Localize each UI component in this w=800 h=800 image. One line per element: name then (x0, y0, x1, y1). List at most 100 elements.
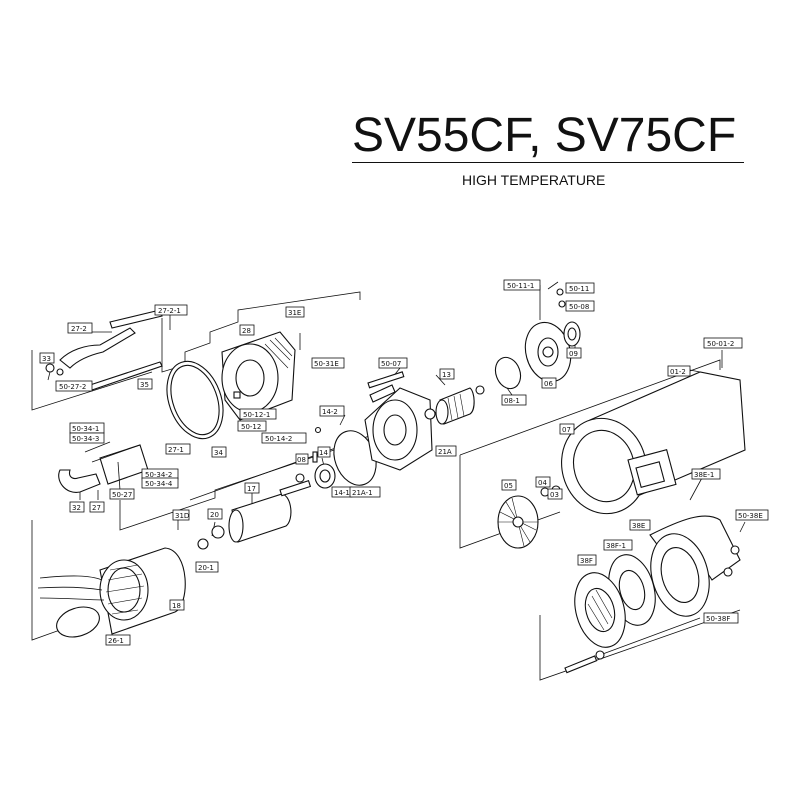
svg-text:20-1: 20-1 (198, 564, 214, 572)
svg-text:14-2: 14-2 (322, 408, 338, 416)
svg-text:50-12-1: 50-12-1 (243, 411, 270, 419)
svg-text:50-14-2: 50-14-2 (265, 435, 292, 443)
part-label: 01-2 (667, 365, 691, 377)
part-label: 38E (629, 519, 651, 531)
svg-text:38F: 38F (580, 557, 593, 565)
part-labels: 27-2-1 27-2 33 50-27-2 35 28 31E 50-31E … (39, 279, 769, 646)
part-label: 50-38F (703, 612, 739, 624)
part-label: 17 (244, 482, 260, 494)
svg-text:08: 08 (297, 456, 306, 464)
svg-text:18: 18 (172, 602, 181, 610)
casing-21a (314, 384, 433, 486)
cap-09 (556, 288, 581, 347)
stator-18 (37, 547, 186, 635)
svg-text:50-07: 50-07 (381, 360, 401, 368)
svg-text:08-1: 08-1 (504, 397, 520, 405)
motor-housing (221, 331, 296, 421)
part-label: 20 (207, 508, 223, 520)
svg-text:50-34-3: 50-34-3 (72, 435, 99, 443)
part-label: 27-1 (165, 443, 191, 455)
part-label: 21A (435, 445, 457, 457)
part-label: 50-27 (109, 488, 135, 500)
svg-text:20: 20 (210, 511, 219, 519)
part-label: 50-38E (735, 509, 769, 521)
part-label: 07 (559, 423, 575, 435)
svg-text:27-2-1: 27-2-1 (158, 307, 181, 315)
part-label: 08-1 (501, 394, 527, 406)
part-label: 50-11 (565, 282, 595, 294)
part-label: 34 (211, 446, 227, 458)
svg-text:01-2: 01-2 (670, 368, 686, 376)
part-label: 38F-1 (603, 539, 633, 551)
svg-text:38E-1: 38E-1 (694, 471, 714, 479)
svg-text:34: 34 (214, 449, 223, 457)
part-label: 50-12-1 (239, 408, 277, 420)
svg-text:50-11: 50-11 (569, 285, 589, 293)
svg-text:03: 03 (550, 491, 559, 499)
svg-text:04: 04 (538, 479, 547, 487)
svg-text:27-2: 27-2 (71, 325, 87, 333)
pump-casing-07 (561, 371, 746, 515)
svg-text:27-1: 27-1 (168, 446, 184, 454)
part-label: 20-1 (195, 561, 219, 573)
svg-text:50-34-2: 50-34-2 (145, 471, 172, 479)
svg-text:50-27-2: 50-27-2 (59, 383, 86, 391)
mechanical-seal-13 (424, 385, 485, 425)
svg-text:50-01-2: 50-01-2 (707, 340, 734, 348)
part-label: 14-2 (319, 405, 345, 417)
svg-text:31D: 31D (175, 512, 189, 520)
part-label: 27 (89, 501, 105, 513)
svg-text:50-27: 50-27 (112, 491, 132, 499)
rotor-shaft-17 (197, 473, 312, 550)
svg-text:38E: 38E (632, 522, 645, 530)
svg-text:13: 13 (442, 371, 451, 379)
part-label: 50-07 (378, 357, 408, 369)
part-label: 14-1 (331, 486, 353, 498)
svg-text:33: 33 (42, 355, 51, 363)
impeller-05 (497, 485, 561, 549)
part-label: 50-12 (237, 420, 267, 432)
o-ring-08-1 (494, 356, 522, 390)
part-label: 50-31E (311, 357, 345, 369)
svg-text:50-31E: 50-31E (314, 360, 339, 368)
svg-text:06: 06 (544, 380, 553, 388)
part-label: 50-27-2 (55, 380, 93, 392)
svg-text:21A-1: 21A-1 (352, 489, 373, 497)
cable-assembly (45, 309, 163, 391)
part-label: 50-34-4 (141, 477, 179, 489)
svg-text:26-1: 26-1 (108, 637, 124, 645)
part-label: 50-08 (565, 300, 595, 312)
part-label: 50-14-2 (261, 432, 307, 444)
diagram-title: SV55CF, SV75CF (352, 109, 737, 162)
svg-text:17: 17 (247, 485, 256, 493)
part-label: 08 (295, 453, 309, 465)
o-ring-34 (166, 360, 224, 440)
diagram-subtitle: HIGH TEMPERATURE (462, 172, 606, 188)
part-label: 31E (285, 306, 305, 318)
part-label: 50-34-3 (69, 432, 105, 444)
flange-38f (564, 572, 626, 674)
bolt-50-07 (367, 371, 405, 389)
svg-text:27: 27 (92, 504, 101, 512)
svg-text:28: 28 (242, 327, 251, 335)
part-label: 28 (239, 324, 255, 336)
part-label: 04 (535, 476, 551, 488)
svg-text:50-12: 50-12 (241, 423, 261, 431)
part-label: 27-2-1 (154, 304, 188, 316)
svg-text:09: 09 (569, 350, 578, 358)
part-label: 13 (439, 368, 455, 380)
svg-text:32: 32 (72, 504, 81, 512)
svg-text:50-08: 50-08 (569, 303, 589, 311)
part-label: 50-34-1 (69, 422, 105, 434)
part-label: 14 (317, 446, 331, 458)
part-label: 38E-1 (691, 468, 721, 480)
elbow-38e (649, 515, 741, 617)
part-label: 50-01-2 (703, 337, 743, 349)
svg-text:50-34-4: 50-34-4 (145, 480, 173, 488)
svg-text:31E: 31E (288, 309, 301, 317)
svg-text:07: 07 (562, 426, 571, 434)
part-label: 31D (172, 509, 190, 521)
svg-text:50-11-1: 50-11-1 (507, 282, 534, 290)
